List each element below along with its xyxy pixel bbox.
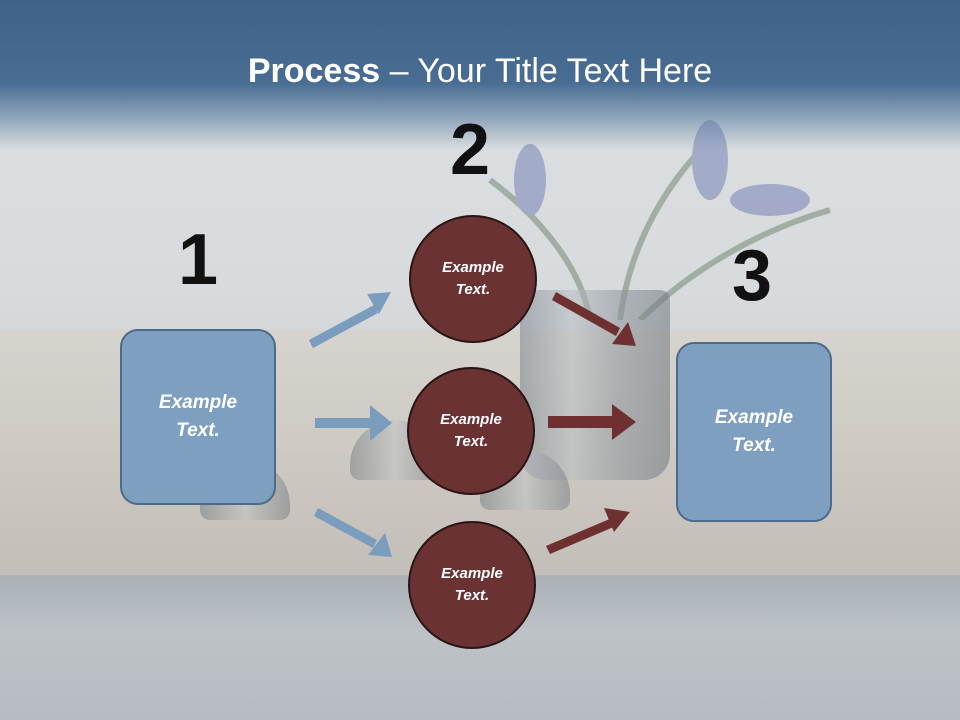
arrow-blue-bottom: [314, 508, 392, 557]
circle-bottom-text: Example Text.: [441, 564, 503, 605]
arrow-red-middle: [548, 404, 636, 440]
arrow-red-top: [552, 292, 636, 346]
arrow-blue-middle: [315, 405, 392, 441]
left-box-text: Example Text.: [158, 391, 238, 442]
circle-bottom: Example Text.: [408, 521, 536, 649]
step-number-3: 3: [732, 236, 773, 316]
arrow-red-bottom: [546, 508, 630, 554]
arrow-blue-top: [309, 292, 391, 348]
right-box-text: Example Text.: [714, 406, 794, 457]
slide-title: Process – Your Title Text Here: [0, 52, 960, 91]
step-number-1: 1: [178, 220, 219, 300]
step-number-2: 2: [450, 110, 491, 190]
title-rest: – Your Title Text Here: [380, 52, 713, 90]
circle-top-text: Example Text.: [442, 258, 504, 299]
circle-top: Example Text.: [409, 215, 537, 343]
circle-middle-text: Example Text.: [440, 410, 502, 451]
circle-middle: Example Text.: [407, 367, 535, 495]
right-box: Example Text.: [676, 342, 832, 522]
title-bold: Process: [247, 52, 381, 90]
left-box: Example Text.: [120, 329, 276, 505]
title-bar: [0, 0, 960, 150]
